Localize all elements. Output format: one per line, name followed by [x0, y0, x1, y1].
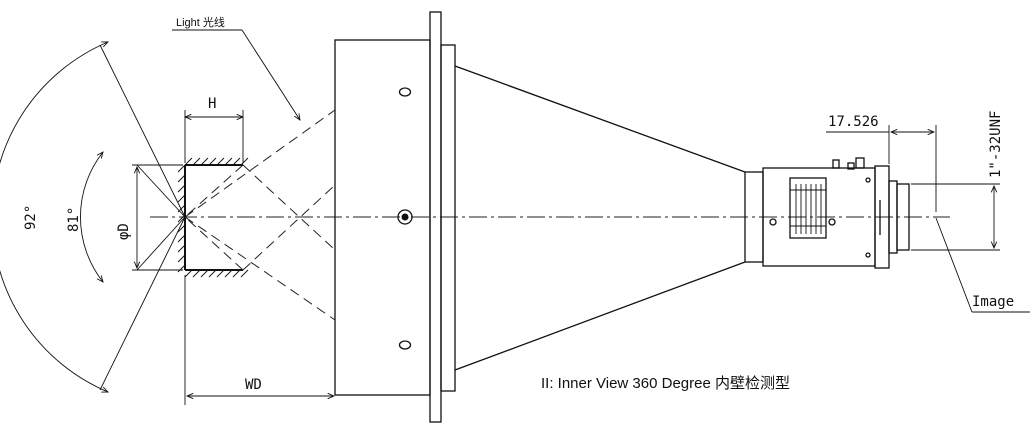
dim-17526: 17.526	[826, 114, 937, 212]
image-leader: Image	[935, 217, 1030, 313]
light-rays	[184, 109, 336, 321]
cone	[454, 65, 746, 371]
h-label: H	[208, 96, 216, 112]
dim-17526-label: 17.526	[828, 114, 879, 130]
angle-81-label: 81°	[66, 207, 82, 232]
thread-dimension: 1"-32UNF	[911, 111, 1004, 251]
light-label: Light 光线	[176, 15, 225, 29]
angle-92: 92°	[0, 42, 186, 392]
thread-label: 1"-32UNF	[988, 111, 1004, 178]
flange	[429, 11, 456, 423]
image-label: Image	[972, 294, 1014, 310]
rear-assembly	[744, 157, 910, 269]
light-leader: Light 光线	[172, 15, 300, 120]
h-dimension: H	[185, 96, 243, 163]
wd-label: WD	[245, 377, 262, 393]
wd-dimension: WD	[184, 275, 334, 405]
diagram-caption: II: Inner View 360 Degree 内壁检测型	[541, 375, 790, 392]
angle-81: 81°	[66, 152, 103, 282]
od-label: φD	[116, 223, 132, 240]
od-dimension: φD	[116, 164, 186, 271]
angle-92-label: 92°	[23, 205, 39, 230]
